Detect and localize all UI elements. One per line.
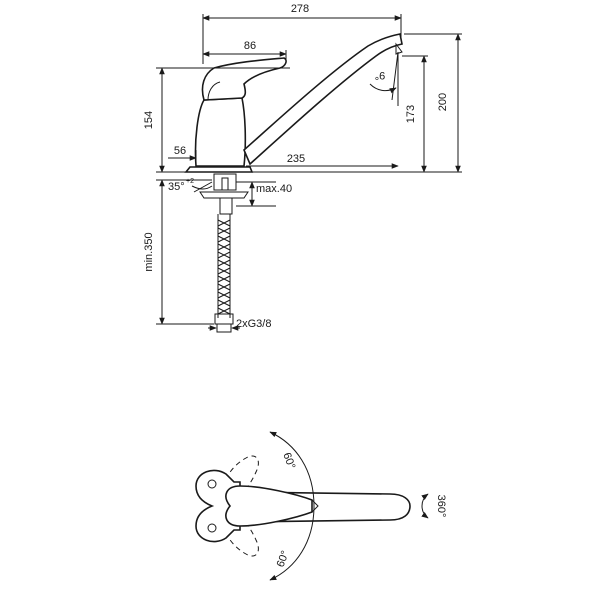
dim-overall-length-label: 278 <box>291 3 309 15</box>
dimension-spout-rotation: 360° <box>421 493 447 519</box>
side-view: 278 86 9° 154 173 <box>143 3 462 333</box>
handle-top <box>225 485 313 527</box>
dimension-spout-angle: 9° <box>369 51 399 106</box>
dim-spout-rotation-label: 360° <box>435 495 447 518</box>
dimension-deck-thickness: max.40 <box>236 181 292 207</box>
dim-base-width-label: 56 <box>174 145 186 157</box>
dimension-handle-width: 86 <box>202 40 287 64</box>
dim-handle-width-label: 86 <box>244 40 256 52</box>
dim-tilt-label: 35° <box>168 181 185 193</box>
dim-spout-angle-label: 9° <box>375 69 386 81</box>
dim-reach-label: 235 <box>287 153 305 165</box>
dimension-hose-length: min.350 <box>143 179 214 325</box>
dim-handle-rotation-up-label: 60° <box>280 451 297 471</box>
dimension-overall-height: 200 <box>252 33 462 173</box>
dim-connection-label: 2xG3/8 <box>236 318 271 330</box>
dimension-tilt: 35° +2 <box>166 178 213 193</box>
top-view: 60° 60° 360° <box>195 431 447 581</box>
dimension-reach: 235 <box>246 153 399 169</box>
dim-handle-rotation-down-label: 60° <box>275 549 292 569</box>
dimension-connection: 2xG3/8 <box>208 318 271 331</box>
dim-spout-height-label: 173 <box>405 105 417 123</box>
dim-overall-height-label: 200 <box>437 93 449 111</box>
faucet-side-outline <box>184 33 403 333</box>
dimension-spout-height: 173 <box>402 55 428 173</box>
dim-deck-thickness-label: max.40 <box>256 183 292 195</box>
dim-hose-length-label: min.350 <box>143 232 155 271</box>
dim-tilt-tolerance-label: +2 <box>186 178 194 185</box>
dimension-base-width: 56 <box>168 145 197 166</box>
dimension-handle-rotation: 60° 60° <box>269 431 315 581</box>
dim-body-height-label: 154 <box>143 111 155 129</box>
hose-lines <box>214 214 234 333</box>
dimension-body-height: 154 <box>143 67 290 173</box>
